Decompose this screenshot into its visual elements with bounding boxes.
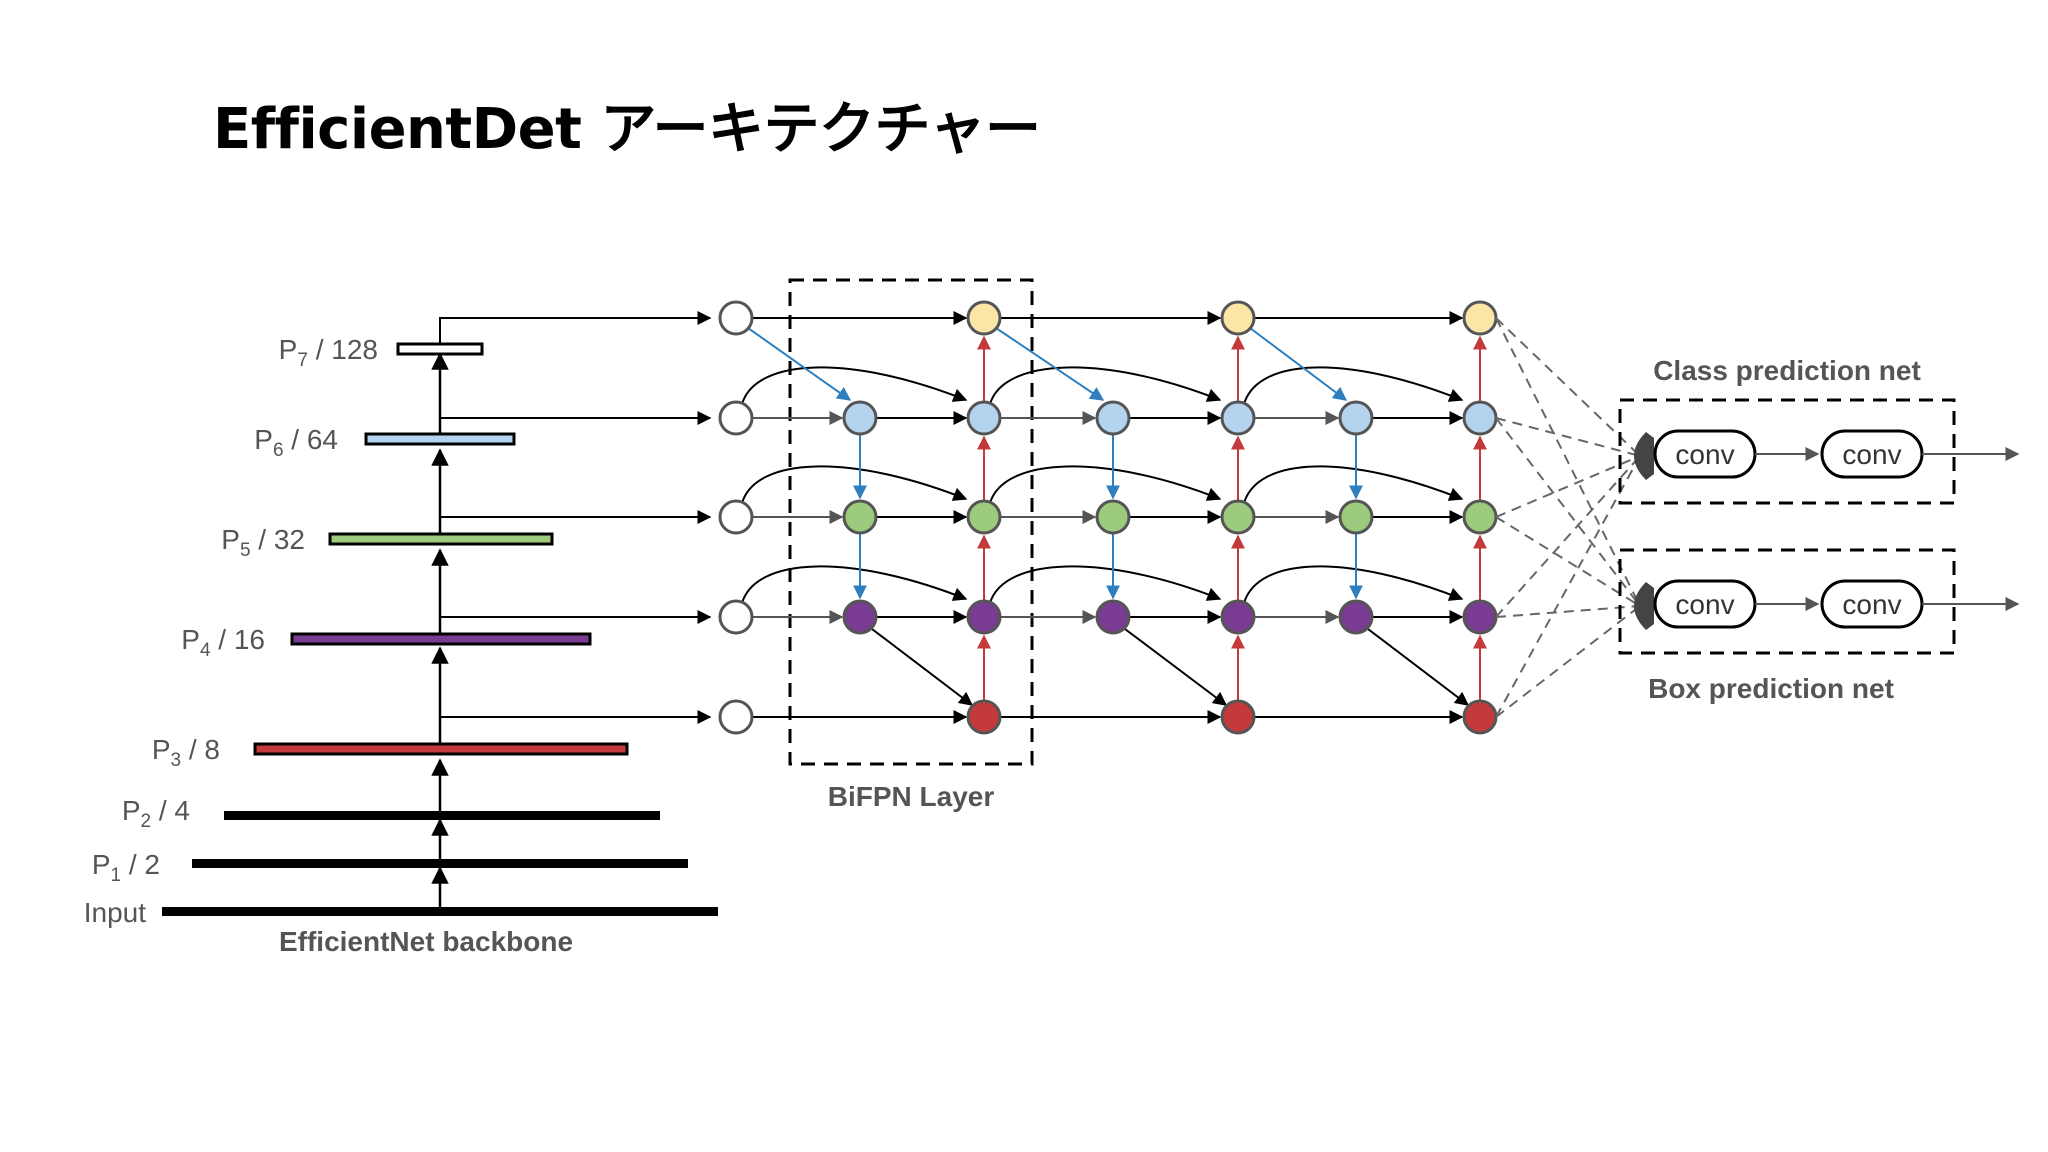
backbone-bar-p6: [364, 432, 516, 446]
head-link-p4-class: [1495, 455, 1641, 618]
box-net-frame: [1618, 548, 1956, 655]
edge-skip-p6-3: [1243, 366, 1464, 405]
out-node-p3-3: [1462, 699, 1498, 735]
head-link-p7-box: [1495, 317, 1641, 607]
edge-td-p7-p6-2: [995, 327, 1105, 401]
level-label-p1: P1 / 2: [92, 849, 160, 886]
level-label-p2: P2 / 4: [122, 795, 190, 832]
td-node-p4-3: [1338, 599, 1374, 635]
input-node-p5: [718, 499, 754, 535]
out-node-p4-1: [966, 599, 1002, 635]
edge-skip-p6-2: [989, 366, 1222, 405]
bifpn-edges: [741, 311, 1487, 724]
head-link-p3-class: [1495, 455, 1641, 718]
edge-skip-p6-1: [741, 366, 968, 405]
bifpn-layer-frame: [788, 278, 1034, 766]
out-node-p6-1: [966, 400, 1002, 436]
td-node-p4-2: [1095, 599, 1131, 635]
out-node-p4-3: [1462, 599, 1498, 635]
edge-skip-p5-1: [741, 465, 968, 504]
td-node-p6-3: [1338, 400, 1374, 436]
td-node-p4-1: [842, 599, 878, 635]
head-link-p4-box: [1495, 605, 1641, 618]
input-node-p6: [718, 400, 754, 436]
backbone-bar-p5: [328, 532, 554, 546]
slide-title: EfficientDet アーキテクチャー: [213, 97, 1041, 162]
td-node-p6-1: [842, 400, 878, 436]
head-link-p5-box: [1495, 516, 1641, 607]
head-connections: [1495, 317, 1641, 718]
head-link-p7-class: [1495, 317, 1641, 457]
out-node-p7-3: [1462, 300, 1498, 336]
input-node-p7: [718, 300, 754, 336]
bifpn-caption: BiFPN Layer: [828, 781, 995, 812]
head-link-p5-class: [1495, 455, 1641, 518]
edge-td-p4-p3-3: [1367, 628, 1470, 706]
td-node-p6-2: [1095, 400, 1131, 436]
backbone-caption: EfficientNet backbone: [279, 926, 573, 957]
out-node-p3-1: [966, 699, 1002, 735]
edge-skip-p4-3: [1243, 565, 1464, 604]
td-node-p5-1: [842, 499, 878, 535]
class-conv-2-label: conv: [1842, 439, 1901, 470]
class-net-frame: [1618, 398, 1956, 505]
td-node-p5-3: [1338, 499, 1374, 535]
edge-td-p7-p6-1: [747, 327, 852, 401]
edge-skip-p5-2: [989, 465, 1222, 504]
class-net-merge-icon: [1634, 432, 1654, 480]
td-node-p5-2: [1095, 499, 1131, 535]
edge-td-p4-p3-2: [1124, 628, 1228, 706]
out-node-p5-3: [1462, 499, 1498, 535]
level-label-p3: P3 / 8: [152, 734, 220, 771]
backbone-bar-input: [162, 907, 718, 916]
box-conv-2-label: conv: [1842, 589, 1901, 620]
class-conv-1-label: conv: [1675, 439, 1734, 470]
out-node-p3-2: [1220, 699, 1256, 735]
class-net-caption: Class prediction net: [1653, 355, 1921, 386]
box-net-caption: Box prediction net: [1648, 673, 1894, 704]
head-link-p6-class: [1495, 417, 1641, 457]
out-node-p6-2: [1220, 400, 1256, 436]
box-conv-1-label: conv: [1675, 589, 1734, 620]
backbone-bar-p2: [224, 811, 660, 820]
edge-skip-p4-1: [741, 565, 968, 604]
backbone: P7 / 128 P6 / 64 P5 / 32 P4 / 16 P3 / 8 …: [84, 334, 718, 957]
backbone-bar-p1: [192, 859, 688, 868]
out-node-p4-2: [1220, 599, 1256, 635]
class-prediction-net: Class prediction net conv conv: [1618, 355, 2020, 505]
box-prediction-net: conv conv Box prediction net: [1618, 548, 2020, 704]
level-label-input: Input: [84, 897, 146, 928]
out-node-p5-2: [1220, 499, 1256, 535]
edge-td-p4-p3-1: [871, 628, 974, 706]
box-net-merge-icon: [1634, 582, 1654, 630]
edge-td-p7-p6-3: [1249, 327, 1348, 401]
level-label-p5: P5 / 32: [221, 524, 305, 561]
out-node-p5-1: [966, 499, 1002, 535]
input-node-p4: [718, 599, 754, 635]
bifpn-nodes: [718, 300, 1498, 735]
level-label-p7: P7 / 128: [279, 334, 378, 371]
input-node-p3: [718, 699, 754, 735]
level-label-p6: P6 / 64: [254, 424, 338, 461]
level-label-p4: P4 / 16: [181, 624, 265, 661]
head-link-p6-box: [1495, 417, 1641, 607]
edge-skip-p5-3: [1243, 465, 1464, 504]
head-link-p3-box: [1495, 605, 1641, 718]
out-node-p7-2: [1220, 300, 1256, 336]
backbone-outputs: [439, 311, 712, 724]
out-node-p7-1: [966, 300, 1002, 336]
edge-skip-p4-2: [989, 565, 1222, 604]
backbone-bar-p3: [253, 742, 629, 756]
backbone-bar-p4: [290, 632, 592, 646]
backbone-bar-p7: [396, 342, 484, 356]
out-node-p6-3: [1462, 400, 1498, 436]
